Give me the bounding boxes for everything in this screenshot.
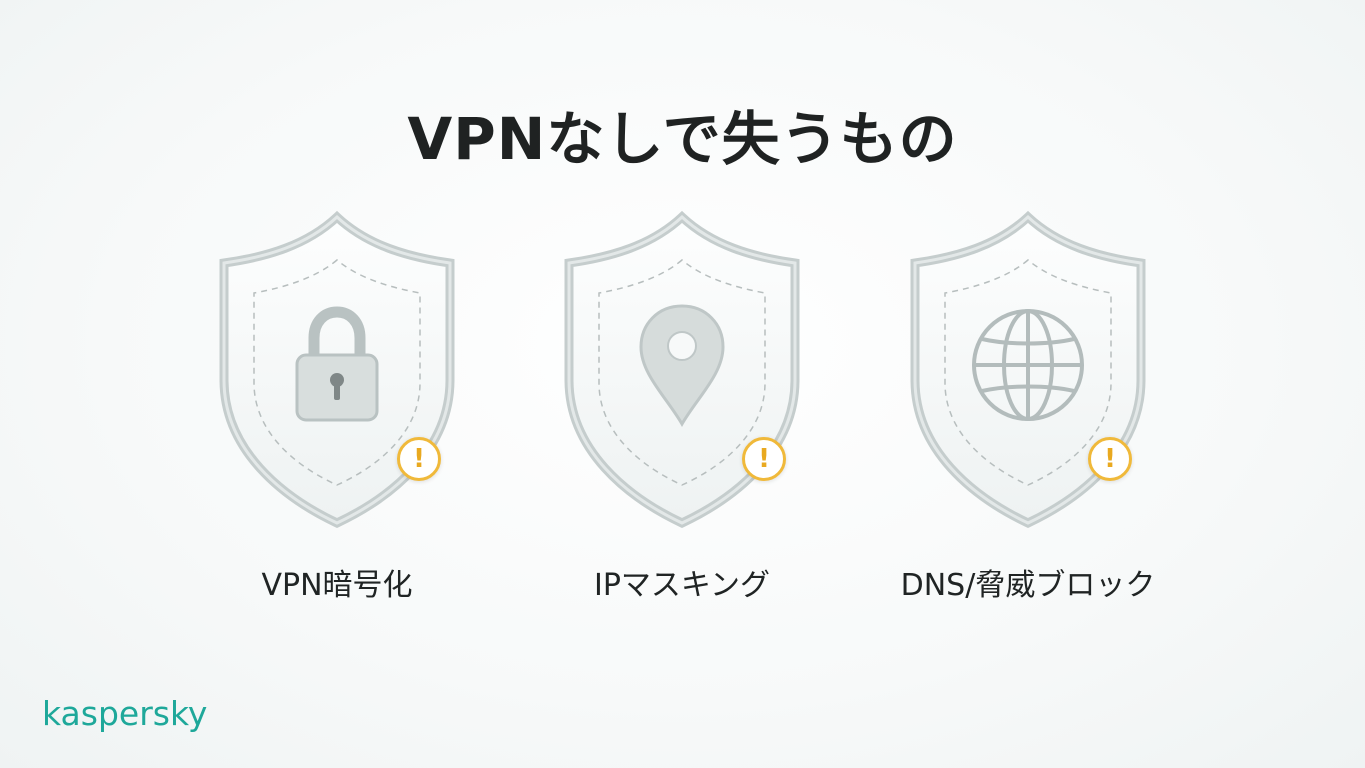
globe-icon [972,309,1084,421]
warning-badge: ! [1088,437,1132,481]
page-title: VPNなしで失うもの [407,105,958,173]
feature-label: VPN暗号化 [261,568,413,603]
kaspersky-logo: kaspersky [42,694,208,733]
location-pin-icon [639,304,725,427]
feature-card-vpn-encryption: ! VPN暗号化 [187,205,487,605]
warning-badge: ! [742,437,786,481]
feature-card-dns-threat-block: ! DNS/脅威ブロック [878,205,1178,605]
feature-card-ip-masking: ! IPマスキング [532,205,832,605]
warning-badge: ! [397,437,441,481]
feature-label: DNS/脅威ブロック [900,568,1156,603]
feature-label: IPマスキング [593,568,771,603]
lock-icon [295,306,379,422]
